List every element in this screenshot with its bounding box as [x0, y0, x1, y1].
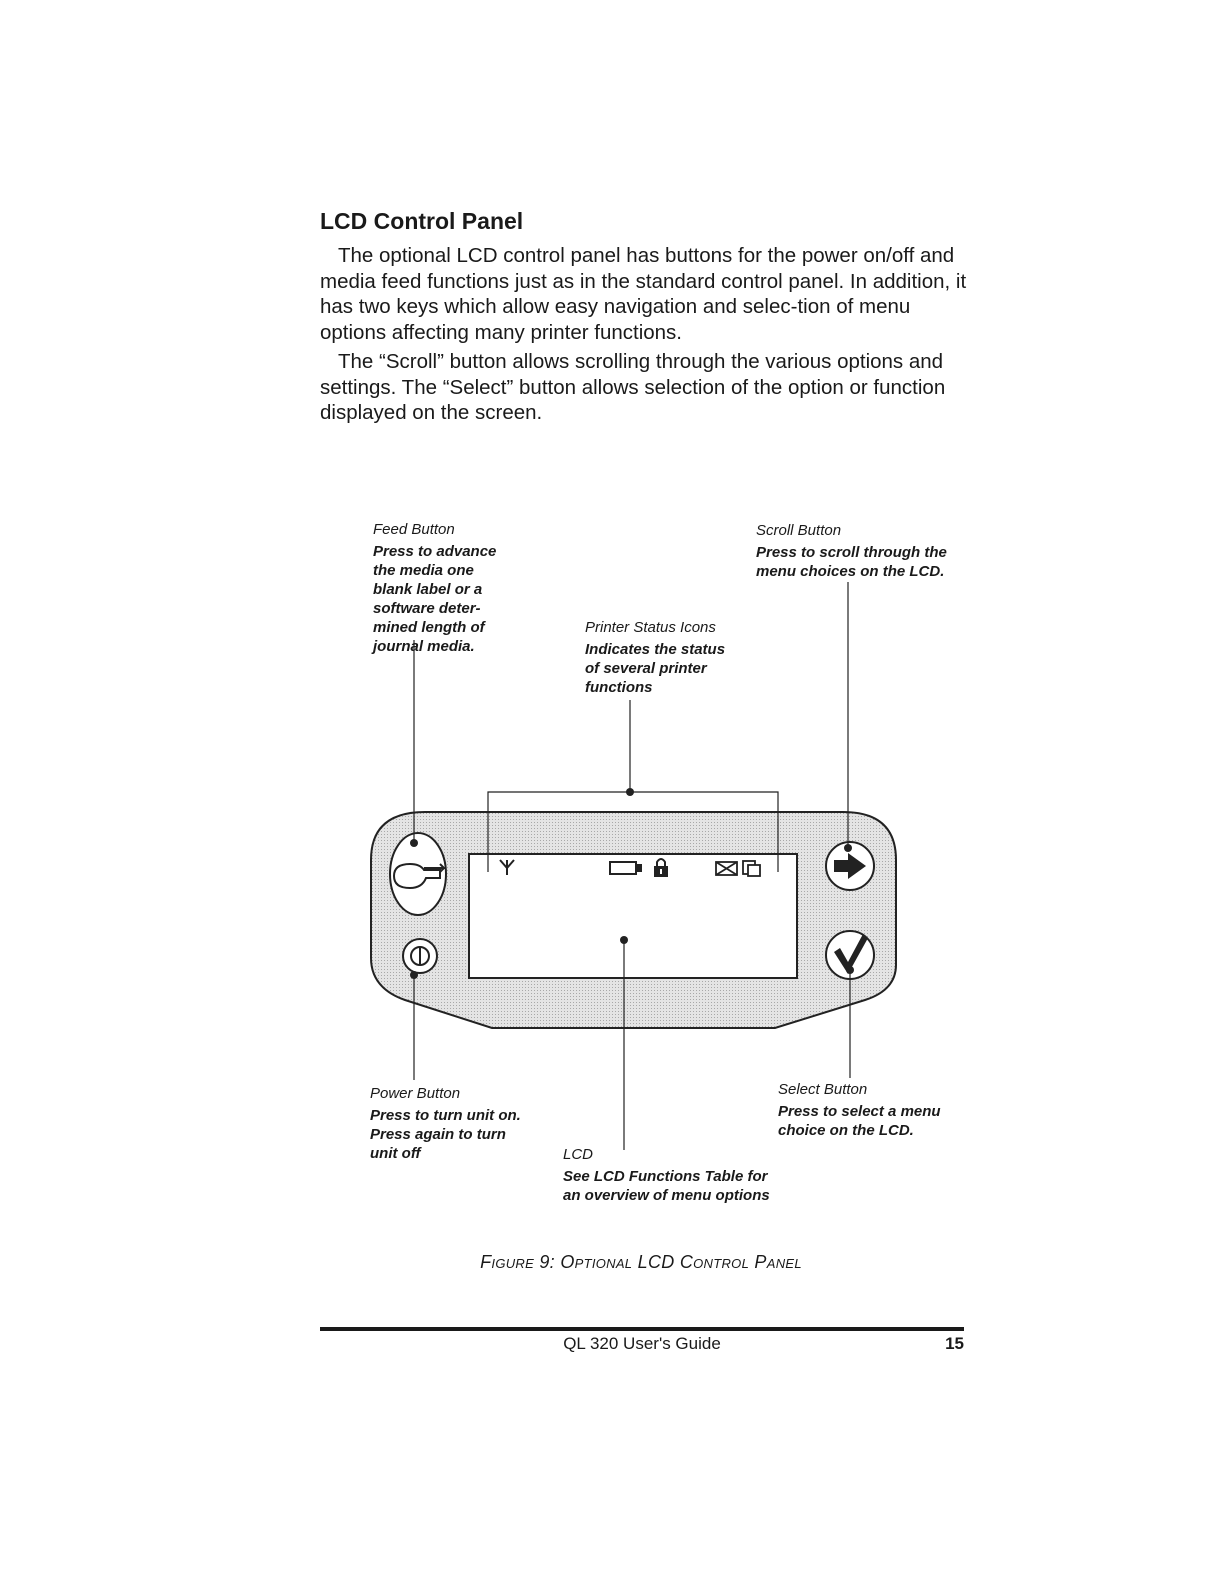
- scroll-button-callout: Scroll Button Press to scroll through th…: [756, 521, 986, 581]
- power-button-callout: Power Button Press to turn unit on. Pres…: [370, 1084, 560, 1163]
- feed-icon: [392, 862, 447, 890]
- lcd-callout: LCD See LCD Functions Table for an overv…: [563, 1145, 823, 1205]
- antenna-icon: [499, 859, 515, 875]
- lcd-callout-head: LCD: [563, 1146, 594, 1163]
- lcd-leader-dot: [620, 936, 628, 944]
- footer-guide-title: QL 320 User's Guide: [563, 1334, 721, 1353]
- arrow-right-icon: [834, 853, 866, 879]
- select-leader-dot: [846, 966, 854, 974]
- feed-callout-head: Feed Button: [373, 521, 455, 538]
- select-callout-head: Select Button: [778, 1081, 868, 1098]
- status-icons-callout: Printer Status Icons Indicates the statu…: [585, 618, 765, 697]
- caption-title: Optional LCD Control Panel: [560, 1252, 802, 1272]
- select-callout-body: Press to select a menu choice on the LCD…: [778, 1103, 941, 1139]
- checkmark-icon: [834, 934, 868, 974]
- feed-leader-dot: [410, 839, 418, 847]
- lcd-callout-body: See LCD Functions Table for an overview …: [563, 1168, 770, 1204]
- status-leader-dot: [626, 788, 634, 796]
- scroll-leader-dot: [844, 844, 852, 852]
- lock-icon: [654, 858, 668, 877]
- intro-paragraph: The optional LCD control panel has butto…: [320, 244, 967, 344]
- section-title: LCD Control Panel: [320, 208, 524, 234]
- status-callout-head: Printer Status Icons: [585, 619, 716, 636]
- select-button-callout: Select Button Press to select a menu cho…: [778, 1080, 988, 1140]
- scroll-callout-body: Press to scroll through the menu choices…: [756, 544, 947, 580]
- figure-caption: Figure 9: Optional LCD Control Panel: [0, 1252, 1224, 1273]
- caption-prefix: Figure 9:: [480, 1252, 555, 1272]
- power-callout-head: Power Button: [370, 1085, 461, 1102]
- power-leader-dot: [410, 971, 418, 979]
- battery-icon: [609, 861, 642, 875]
- power-icon: [410, 946, 430, 966]
- feed-callout-body: Press to advance the media one blank lab…: [373, 543, 497, 655]
- status-callout-body: Indicates the status of several printer …: [585, 641, 726, 696]
- document-icon: [742, 860, 761, 877]
- power-callout-body: Press to turn unit on. Press again to tu…: [370, 1107, 521, 1162]
- scroll-callout-head: Scroll Button: [756, 522, 842, 539]
- mail-icon: [715, 861, 738, 876]
- feed-button-callout: Feed Button Press to advance the media o…: [373, 520, 543, 656]
- page-number: 15: [945, 1334, 964, 1353]
- scroll-select-paragraph: The “Scroll” button allows scrolling thr…: [320, 350, 946, 424]
- footer-rule: [320, 1327, 964, 1331]
